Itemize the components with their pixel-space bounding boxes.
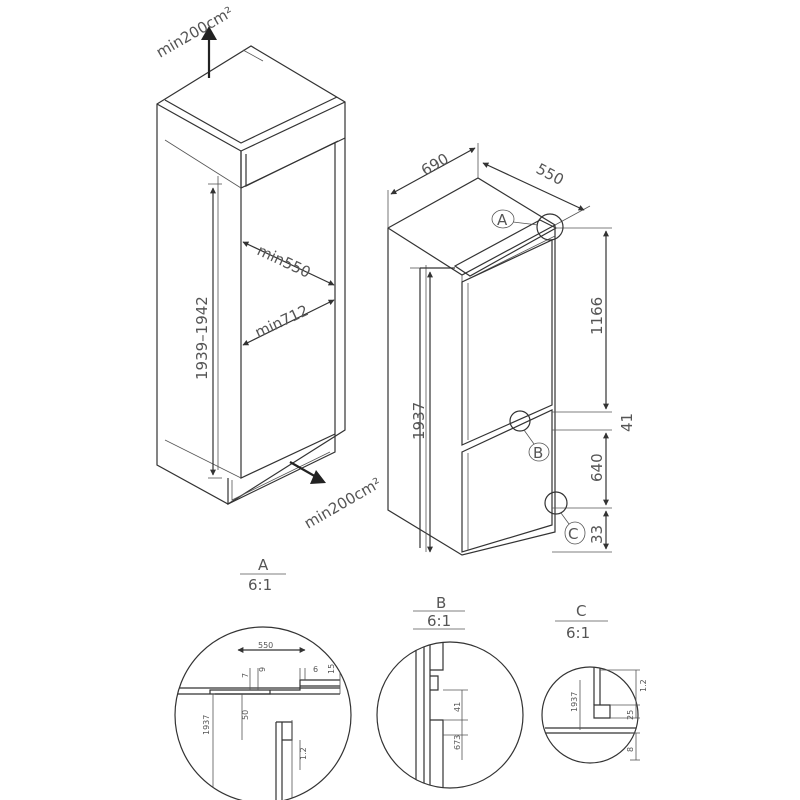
detail-a: [174, 573, 352, 800]
gap-label: 41: [618, 413, 636, 432]
detail-a-scale: 6:1: [248, 576, 272, 594]
depth-min-label: min550: [254, 241, 313, 281]
detail-a-dim-7: 7: [241, 673, 250, 678]
detail-c-dim-8: 8: [626, 747, 635, 752]
appliance-drawing: [387, 143, 612, 556]
detail-b-label: B: [436, 594, 446, 612]
vent-top-label: min200cm²: [153, 3, 236, 61]
callout-c-label: C: [568, 525, 578, 543]
detail-c: [541, 620, 640, 764]
detail-b: [376, 610, 524, 789]
lower-height-label: 640: [588, 453, 606, 482]
detail-c-scale: 6:1: [566, 624, 590, 642]
detail-c-label: C: [576, 602, 586, 620]
upper-height-label: 1166: [588, 297, 606, 335]
detail-c-dim-1-2: 1.2: [639, 679, 648, 692]
appliance-width-label: 690: [418, 150, 452, 180]
detail-a-label: A: [258, 556, 269, 574]
bottom-height-label: 33: [588, 525, 606, 544]
detail-a-dim-50: 50: [241, 710, 250, 720]
callout-a-label: A: [497, 211, 508, 229]
appliance-height-label: 1937: [410, 402, 428, 440]
cabinet-height-label: 1939–1942: [193, 296, 211, 380]
detail-b-scale: 6:1: [427, 612, 451, 630]
detail-a-dim-6: 6: [313, 665, 318, 674]
appliance-depth-label: 550: [533, 160, 567, 189]
detail-a-dim-550: 550: [258, 641, 273, 650]
detail-a-dim-1-2: 1.2: [299, 747, 308, 760]
detail-a-dim-9: 9: [258, 667, 267, 672]
cabinet-drawing: [156, 26, 346, 505]
width-min-label: min712: [252, 301, 311, 341]
detail-b-dim-41: 41: [453, 702, 462, 712]
detail-c-dim-25: 25: [626, 710, 635, 720]
callout-b-label: B: [533, 444, 543, 462]
detail-c-dim-1937: 1937: [570, 692, 579, 712]
detail-a-dim-1937: 1937: [202, 715, 211, 735]
detail-a-dim-15: 15: [327, 664, 336, 674]
detail-b-dim-673: 673: [453, 735, 462, 750]
